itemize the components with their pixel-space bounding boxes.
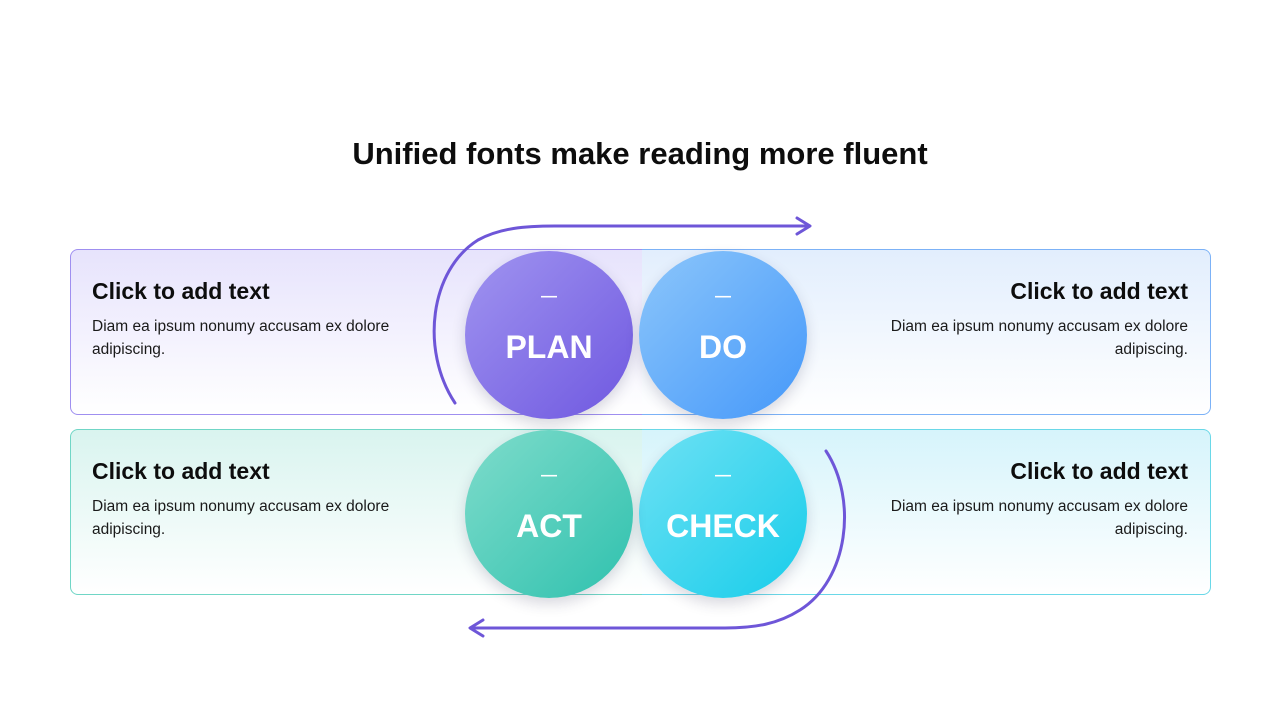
do-dash: — [715, 288, 731, 305]
text-body: Diam ea ipsum nonumy accusam ex dolore a… [92, 318, 390, 358]
text-body: Diam ea ipsum nonumy accusam ex dolore a… [890, 318, 1188, 358]
bottom-arrowhead-icon [468, 618, 485, 638]
do-label: DO [699, 329, 747, 365]
text-heading: Click to add text [92, 458, 270, 484]
plan-circle: — PLAN [465, 251, 633, 419]
text-heading: Click to add text [1010, 278, 1188, 304]
text-heading: Click to add text [92, 278, 270, 304]
text-block-bottom-right[interactable]: Click to add text Diam ea ipsum nonumy a… [848, 457, 1188, 541]
check-label: CHECK [666, 508, 780, 544]
do-circle: — DO [639, 251, 807, 419]
text-block-bottom-left[interactable]: Click to add text Diam ea ipsum nonumy a… [92, 457, 432, 541]
check-circle: — CHECK [639, 430, 807, 598]
text-block-top-right[interactable]: Click to add text Diam ea ipsum nonumy a… [848, 277, 1188, 361]
check-dash: — [715, 467, 731, 484]
text-body: Diam ea ipsum nonumy accusam ex dolore a… [890, 498, 1188, 538]
text-heading: Click to add text [1010, 458, 1188, 484]
act-label: ACT [516, 508, 582, 544]
text-body: Diam ea ipsum nonumy accusam ex dolore a… [92, 498, 390, 538]
top-arrowhead-icon [795, 216, 812, 236]
act-circle: — ACT [465, 430, 633, 598]
act-dash: — [541, 467, 557, 484]
text-block-top-left[interactable]: Click to add text Diam ea ipsum nonumy a… [92, 277, 432, 361]
plan-dash: — [541, 288, 557, 305]
plan-label: PLAN [505, 329, 593, 365]
page-title: Unified fonts make reading more fluent [352, 136, 928, 171]
